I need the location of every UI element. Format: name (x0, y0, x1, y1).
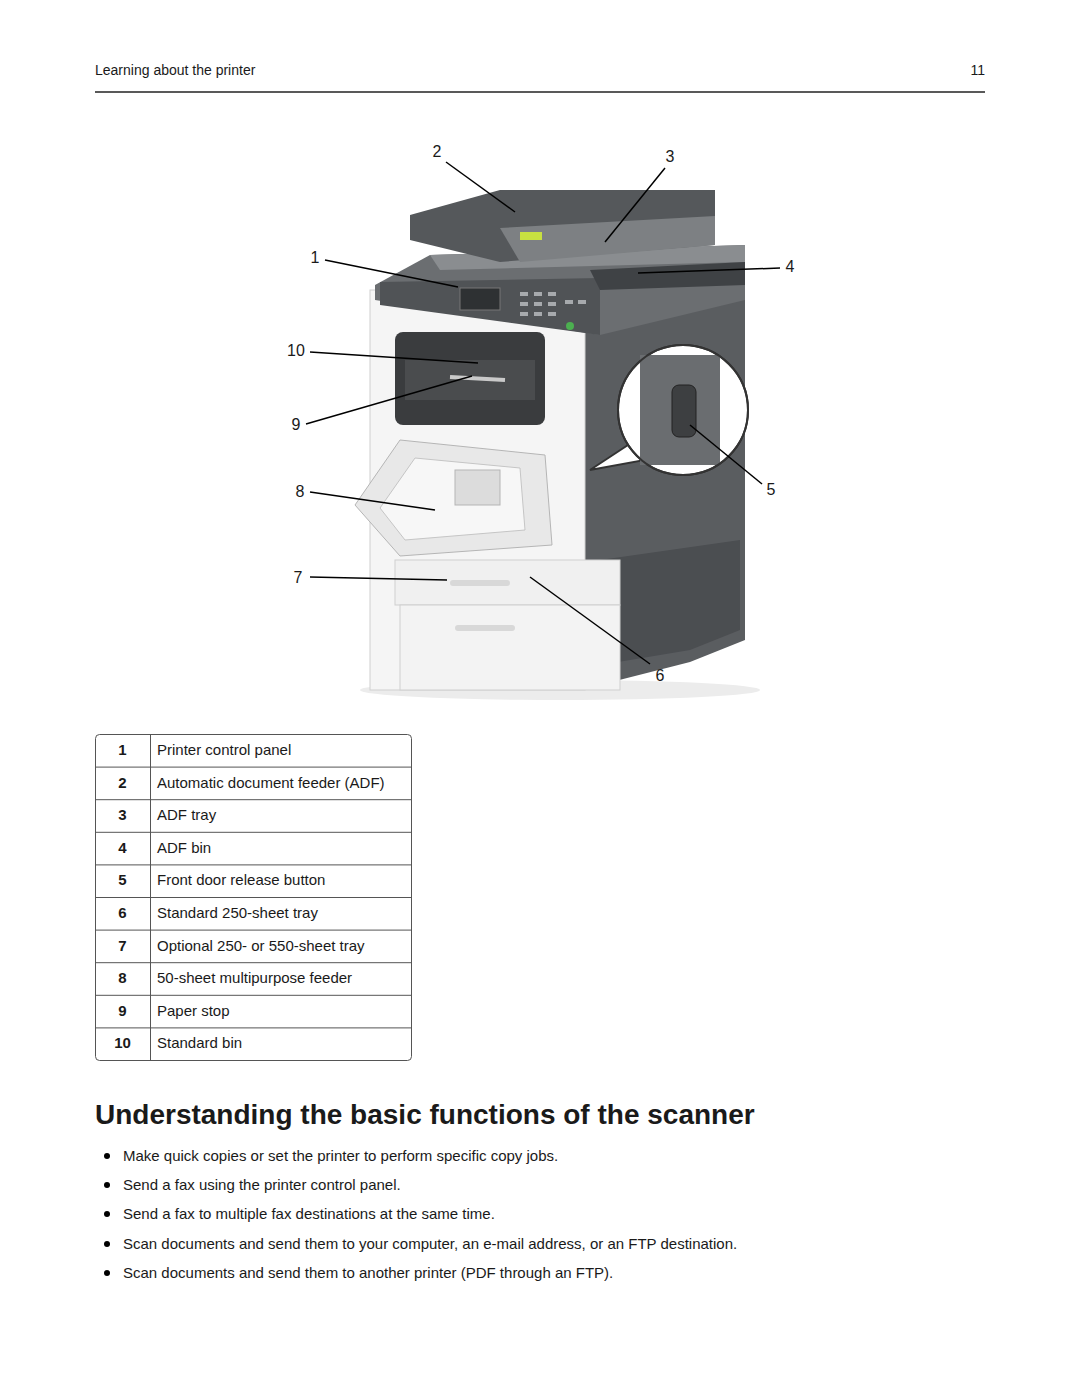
table-cell-text: 50-sheet multipurpose feeder (157, 969, 352, 987)
table-cell-text: ADF bin (157, 839, 211, 857)
table-cell-number: 3 (95, 806, 150, 824)
table-cell-number: 4 (95, 839, 150, 857)
header-rule (95, 91, 985, 93)
bullet-text: Scan documents and send them to your com… (123, 1235, 737, 1253)
bullet-text: Scan documents and send them to another … (123, 1264, 613, 1282)
table-cell-number: 2 (95, 774, 150, 792)
table-cell-text: Front door release button (157, 871, 325, 889)
parts-table-grid (96, 735, 412, 1061)
table-cell-text: Standard bin (157, 1034, 242, 1052)
callout-number: 8 (285, 482, 315, 501)
table-cell-number: 5 (95, 871, 150, 889)
callout-number: 5 (756, 480, 786, 499)
table-cell-number: 10 (95, 1034, 150, 1052)
printer-illustration (355, 190, 760, 700)
callout-number: 1 (300, 248, 330, 267)
callout-number: 10 (281, 341, 311, 360)
table-cell-number: 1 (95, 741, 150, 759)
table-cell-text: Automatic document feeder (ADF) (157, 774, 385, 792)
bullet-text: Make quick copies or set the printer to … (123, 1147, 558, 1165)
callout-number: 6 (645, 666, 675, 685)
page-number: 11 (935, 62, 985, 79)
callout-number: 2 (422, 142, 452, 161)
table-cell-number: 8 (95, 969, 150, 987)
running-header: Learning about the printer (95, 62, 255, 79)
table-cell-number: 7 (95, 937, 150, 955)
callout-number: 3 (655, 147, 685, 166)
table-cell-text: Standard 250-sheet tray (157, 904, 318, 922)
callout-number: 7 (283, 568, 313, 587)
section-heading: Understanding the basic functions of the… (95, 1098, 755, 1132)
bullet-text: Send a fax using the printer control pan… (123, 1176, 401, 1194)
table-cell-text: ADF tray (157, 806, 216, 824)
table-cell-text: Optional 250- or 550-sheet tray (157, 937, 365, 955)
table-cell-text: Printer control panel (157, 741, 291, 759)
callout-number: 4 (775, 257, 805, 276)
leader-lines (306, 162, 780, 664)
table-cell-text: Paper stop (157, 1002, 230, 1020)
bullet-dots (104, 1153, 110, 1276)
table-cell-number: 9 (95, 1002, 150, 1020)
callout-number: 9 (281, 415, 311, 434)
table-cell-number: 6 (95, 904, 150, 922)
bullet-text: Send a fax to multiple fax destinations … (123, 1205, 495, 1223)
